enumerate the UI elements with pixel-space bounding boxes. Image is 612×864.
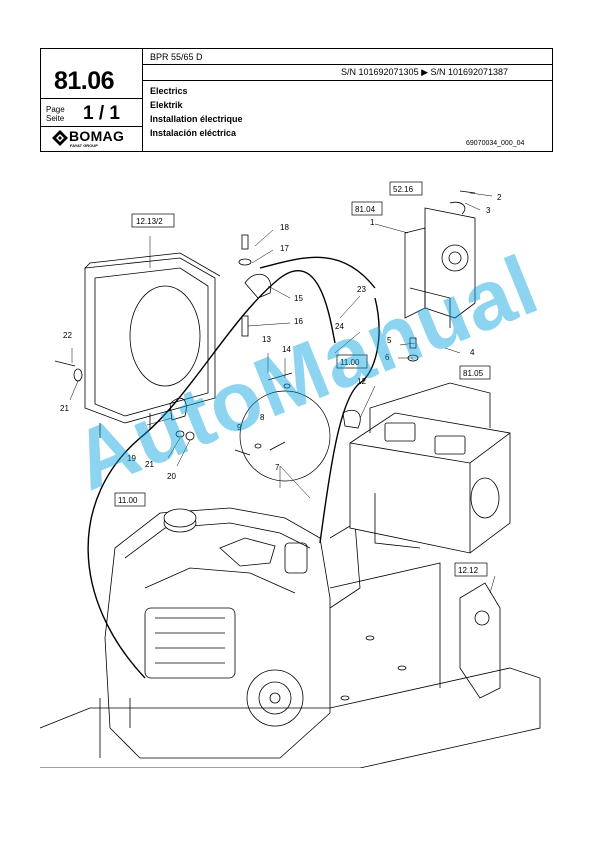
callout-5: 5 [387,336,392,345]
callout-2: 2 [497,193,502,202]
callout-21-lower: 21 [145,460,154,469]
radiator-housing [84,252,221,438]
callout-13: 13 [262,335,271,344]
engine-body [104,507,361,759]
callout-16: 16 [294,317,303,326]
callout-12: 12 [357,377,366,386]
callout-22: 22 [63,331,72,340]
callout-19: 19 [127,454,136,463]
header-rule-model [142,64,553,65]
callout-24: 24 [335,322,344,331]
header-rule-left [40,48,41,152]
callout-21-upper: 21 [60,404,69,413]
callout-15: 15 [294,294,303,303]
ref-12-13-2: 12.13/2 [136,217,163,226]
header-rule-section [40,98,142,99]
callout-6: 6 [385,353,390,362]
callout-17: 17 [280,244,289,253]
header-rule-bottom [40,151,553,152]
header-rule-divider [142,48,143,152]
title-en: Electrics [150,86,188,96]
page-number: 1 / 1 [83,103,120,124]
header-rule-top [40,48,553,49]
callout-3: 3 [486,206,491,215]
callout-4: 4 [470,348,475,357]
page-label: Page Seite [46,105,65,123]
ref-81-05: 81.05 [463,369,484,378]
callout-8: 8 [260,413,265,422]
page-label-en: Page [46,105,65,114]
title-de: Elektrik [150,100,183,110]
serial-range: S/N 101692071305 ▶ S/N 101692071387 [341,67,509,77]
cable-harness [87,256,380,679]
ref-11-00-engine: 11.00 [118,496,138,505]
model-name: BPR 55/65 D [150,52,203,62]
callout-23: 23 [357,285,366,294]
header-rule-page [40,126,142,127]
page-label-de: Seite [46,114,65,123]
document-header: 81.06 Page Seite 1 / 1 BOMAG FAYAT GROUP… [40,48,553,152]
relay-module [404,207,476,328]
callout-7: 7 [275,463,280,472]
ref-52-16: 52.16 [393,185,414,194]
bomag-logo-subtext: FAYAT GROUP [70,143,98,148]
header-rule-right [552,48,553,152]
callout-1: 1 [370,218,375,227]
reference-labels: 12.13/2 52.16 81.04 11.00 81.05 11.00 12… [118,185,484,575]
callout-9: 9 [237,423,242,432]
title-fr: Installation électrique [150,114,243,124]
bomag-logo-text: BOMAG [69,128,125,144]
leader-lines [69,192,496,594]
document-id: 69070034_000_04 [466,140,525,147]
section-number: 81.06 [54,67,115,95]
base-frame [39,562,541,768]
battery-assembly [349,382,511,554]
header-rule-serial [142,80,553,81]
callout-numbers: 1 2 3 4 5 6 7 8 9 12 13 14 15 16 17 18 1… [60,193,502,481]
exploded-view-drawing: 12.13/2 52.16 81.04 11.00 81.05 11.00 12… [39,181,541,768]
callout-20: 20 [167,472,176,481]
bomag-logo-icon [52,130,68,146]
ref-81-04: 81.04 [355,205,376,214]
callout-18: 18 [280,223,289,232]
title-es: Instalación eléctrica [150,128,237,138]
ref-12-12: 12.12 [458,566,479,575]
callout-14: 14 [282,345,291,354]
reference-boxes [114,181,491,577]
ref-11-00-battery: 11.00 [340,358,360,367]
bomag-logo: BOMAG FAYAT GROUP [52,128,132,152]
